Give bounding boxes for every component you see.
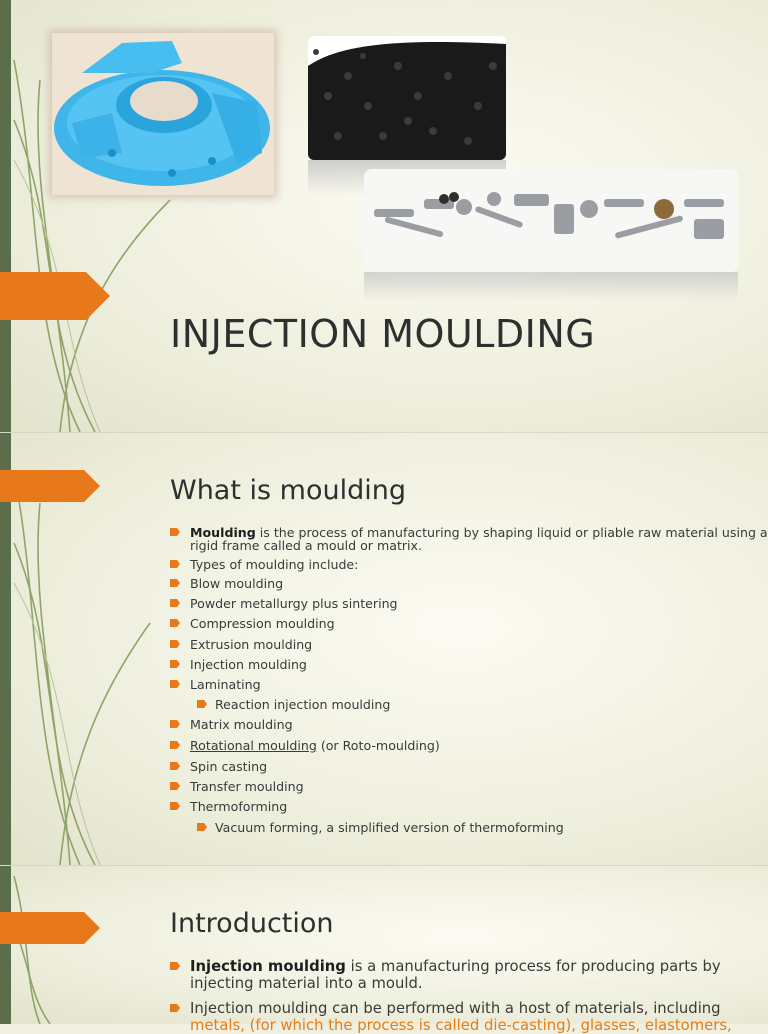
list-item: Blow moulding — [170, 577, 283, 590]
list-item: Compression moulding — [170, 617, 335, 630]
rotational-moulding-link[interactable]: Rotational moulding — [190, 738, 317, 753]
slide-title-introduction: Introduction — [170, 908, 334, 939]
list-item-cont: injecting material into a mould. — [190, 975, 423, 992]
bullet-arrow-icon — [170, 802, 180, 810]
slide-divider — [0, 432, 768, 433]
list-item: Injection moulding — [170, 658, 307, 671]
blue-part-image — [52, 33, 274, 195]
list-subitem: Reaction injection moulding — [197, 698, 390, 711]
section-arrow — [0, 272, 110, 320]
list-item: Rotational moulding (or Roto-moulding) — [170, 738, 440, 753]
list-item: Injection moulding is a manufacturing pr… — [170, 958, 721, 975]
bullet-arrow-icon — [170, 640, 180, 648]
left-color-bar — [0, 0, 11, 432]
list-item-cont: metals, (for which the process is called… — [190, 1017, 732, 1034]
list-subitem: Vacuum forming, a simplified version of … — [197, 821, 564, 834]
vine-decoration — [13, 59, 171, 432]
bullet-arrow-icon — [170, 619, 180, 627]
list-item: Matrix moulding — [170, 718, 293, 731]
section-arrow — [0, 912, 100, 944]
title-slide: INJECTION MOULDING — [0, 0, 768, 432]
metal-parts-reflection — [364, 272, 738, 302]
section-arrow — [0, 470, 100, 502]
bullet-arrow-icon — [170, 599, 180, 607]
bullet-arrow-icon — [170, 741, 180, 749]
left-color-bar — [0, 866, 11, 1024]
vine-decoration — [13, 472, 151, 865]
list-item: Spin casting — [170, 760, 267, 773]
bullet-arrow-icon — [170, 660, 180, 668]
introduction-slide — [0, 866, 768, 1024]
bullet-arrow-icon — [170, 1004, 180, 1012]
list-item: Extrusion moulding — [170, 638, 312, 651]
what-is-moulding-slide — [0, 433, 768, 865]
bullet-moulding-definition: Moulding is the process of manufacturing… — [170, 526, 768, 539]
list-item: Transfer moulding — [170, 780, 304, 793]
bullet-arrow-icon — [197, 823, 207, 831]
slide-divider — [0, 865, 768, 866]
bullet-arrow-icon — [197, 700, 207, 708]
black-pellets-image — [308, 36, 506, 160]
bullet-arrow-icon — [170, 528, 180, 536]
list-item: Powder metallurgy plus sintering — [170, 597, 398, 610]
list-item: Injection moulding can be performed with… — [170, 1000, 721, 1017]
left-color-bar — [0, 433, 11, 865]
bullet-arrow-icon — [170, 962, 180, 970]
bullet-arrow-icon — [170, 560, 180, 568]
main-title: INJECTION MOULDING — [170, 312, 596, 356]
bullet-moulding-definition-cont: rigid frame called a mould or matrix. — [190, 538, 423, 553]
bullet-arrow-icon — [170, 782, 180, 790]
bullet-arrow-icon — [170, 720, 180, 728]
list-item: Types of moulding include: — [170, 558, 358, 571]
vine-decoration — [13, 875, 51, 1024]
slide-title-what-is-moulding: What is moulding — [170, 475, 406, 506]
list-item: Laminating — [170, 678, 261, 691]
bullet-arrow-icon — [170, 680, 180, 688]
metal-parts-image — [364, 169, 738, 272]
list-item: Thermoforming — [170, 800, 287, 813]
bullet-arrow-icon — [170, 579, 180, 587]
bullet-arrow-icon — [170, 762, 180, 770]
